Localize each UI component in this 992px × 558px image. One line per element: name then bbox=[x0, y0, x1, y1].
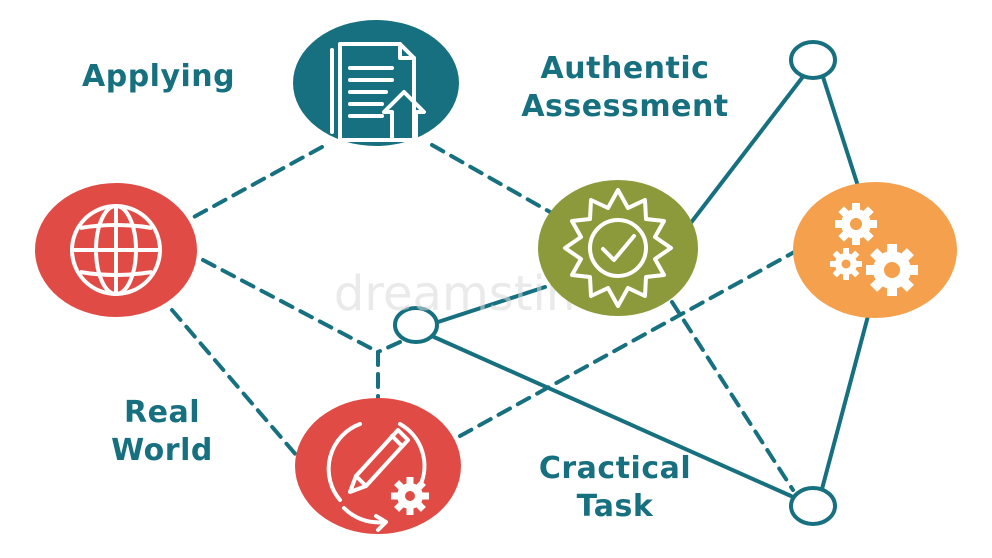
label-applying-text: Applying bbox=[82, 59, 236, 94]
connector-topnode-badge bbox=[688, 72, 807, 226]
connector-badge-bottomnode bbox=[670, 300, 795, 492]
connector-document-globe bbox=[190, 145, 324, 220]
bottom-right-node bbox=[789, 486, 837, 526]
gears-icon bbox=[830, 203, 918, 296]
document-upload-icon bbox=[330, 42, 426, 142]
solid-connectors bbox=[432, 72, 870, 498]
pencil-gear-cycle-icon bbox=[326, 422, 427, 532]
label-real-line1: Real bbox=[124, 395, 200, 430]
connector-globe-pencil bbox=[170, 308, 299, 458]
label-practical-line1: Cractical bbox=[538, 451, 692, 486]
connector-topnode-gears bbox=[821, 75, 859, 185]
label-practical-task: Cractical Task bbox=[522, 450, 708, 526]
globe-node bbox=[35, 183, 197, 317]
connector-globe-junction bbox=[201, 258, 380, 354]
dashed-connectors bbox=[170, 143, 800, 492]
badge-node bbox=[538, 180, 698, 316]
connector-midnode-bottomnode bbox=[432, 335, 793, 498]
connector-node-junction bbox=[376, 340, 402, 354]
gears-node bbox=[793, 182, 957, 318]
middle-node bbox=[393, 306, 439, 344]
connector-pencil-gears bbox=[458, 248, 800, 438]
label-real-world: Real World bbox=[100, 394, 224, 470]
label-practical-line2: Task bbox=[576, 489, 654, 524]
label-real-line2: World bbox=[111, 433, 213, 468]
check-badge-icon bbox=[563, 188, 673, 308]
connector-gears-bottomnode bbox=[820, 314, 870, 491]
label-authentic-line1: Authentic bbox=[540, 51, 710, 86]
connector-document-badge bbox=[430, 143, 552, 214]
label-authentic-assessment: Authentic Assessment bbox=[510, 50, 740, 126]
connector-midnode-badge bbox=[436, 285, 547, 324]
document-node bbox=[293, 20, 459, 146]
top-right-node bbox=[789, 40, 837, 80]
small-gear-icon bbox=[391, 477, 429, 515]
label-authentic-line2: Assessment bbox=[521, 89, 729, 124]
pencil-node bbox=[295, 398, 461, 534]
label-applying: Applying bbox=[82, 58, 235, 96]
globe-icon bbox=[70, 204, 162, 296]
